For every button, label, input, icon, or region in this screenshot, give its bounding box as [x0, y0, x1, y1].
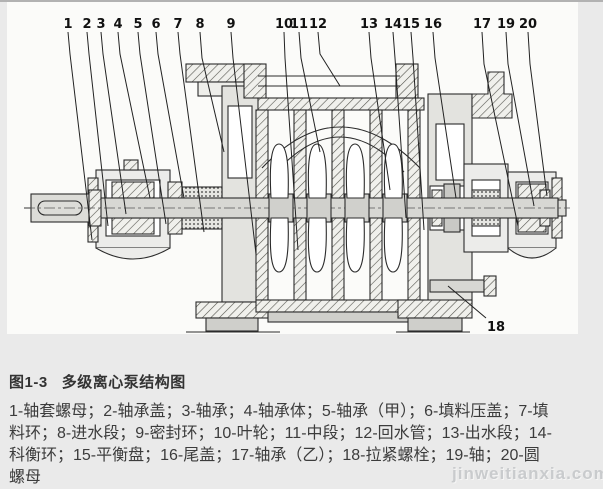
callout-8: 8 [195, 17, 204, 32]
callout-9: 9 [226, 17, 235, 32]
legend-line-4: 螺母 [9, 469, 42, 486]
pump-cross-section [24, 63, 570, 333]
callout-leaders [67, 31, 548, 319]
callout-4: 4 [113, 17, 122, 32]
callout-12: 12 [309, 17, 327, 32]
callout-6: 6 [151, 17, 160, 32]
pump-diagram-svg: 1 2 3 4 5 6 7 8 9 10 11 12 13 14 15 16 1… [24, 17, 570, 334]
callout-13: 13 [360, 17, 378, 32]
callout-14: 14 [384, 17, 402, 32]
legend-line-3: 科衡环；15-平衡盘；16-尾盖；17-轴承（乙）；18-拉紧螺栓；19-轴；2… [9, 447, 540, 464]
legend-line-1: 1-轴套螺母；2-轴承盖；3-轴承；4-轴承体；5-轴承（甲）；6-填料压盖；7… [9, 403, 549, 420]
legend-line-2: 料环；8-进水段；9-密封环；10-叶轮；11-中段；12-回水管；13-出水段… [9, 425, 552, 442]
callout-17: 17 [473, 17, 491, 32]
tension-bolt-shape [429, 275, 497, 297]
suction-section-shape [185, 63, 269, 332]
callout-3: 3 [96, 17, 105, 32]
pump-figure: 1 2 3 4 5 6 7 8 9 10 11 12 13 14 15 16 1… [7, 2, 578, 334]
stuffing-box-shape [167, 181, 223, 235]
callout-19: 19 [497, 17, 515, 32]
impellers-shape [268, 143, 408, 273]
figure-number: 图1-3 [9, 374, 48, 391]
callout-2: 2 [82, 17, 91, 32]
callout-10: 10 [275, 17, 293, 32]
callout-15: 15 [402, 17, 420, 32]
callout-20: 20 [519, 17, 537, 32]
return-pipe-shape [243, 63, 419, 99]
callout-1: 1 [63, 17, 72, 32]
figure-title: 多级离心泵结构图 [61, 374, 186, 391]
callout-18: 18 [487, 320, 505, 334]
callout-5: 5 [133, 17, 142, 32]
callout-11: 11 [290, 17, 308, 32]
figure-caption: 图1-3 多级离心泵结构图 [9, 371, 603, 392]
callout-7: 7 [173, 17, 182, 32]
parts-legend: 1-轴套螺母；2-轴承盖；3-轴承；4-轴承体；5-轴承（甲）；6-填料压盖；7… [9, 401, 603, 489]
top-border [0, 0, 603, 2]
callout-numbers: 1 2 3 4 5 6 7 8 9 10 11 12 13 14 15 16 1… [63, 17, 537, 334]
callout-16: 16 [424, 17, 442, 32]
watermark-text: jinweitianxia.com [452, 464, 603, 483]
